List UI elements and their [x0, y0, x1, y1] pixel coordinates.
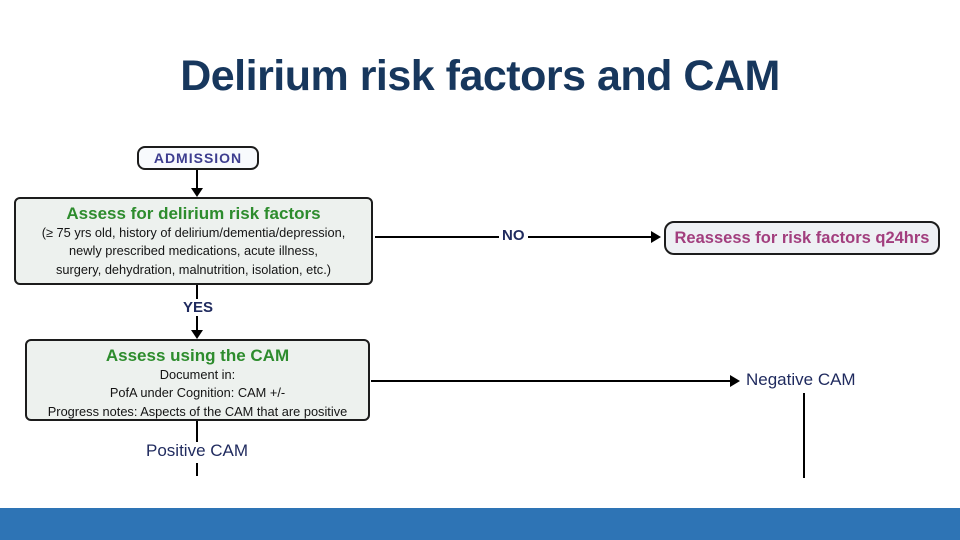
risk-factors-line-2: newly prescribed medications, acute illn…: [69, 243, 318, 259]
footer-bar: [0, 508, 960, 540]
arrow-yes-head-icon: [191, 330, 203, 339]
cam-line-3: Progress notes: Aspects of the CAM that …: [47, 403, 348, 419]
cam-heading: Assess using the CAM: [105, 346, 290, 365]
slide-title: Delirium risk factors and CAM: [180, 52, 780, 100]
cam-box: Assess using the CAM Document in: PofA u…: [25, 339, 370, 421]
admission-box: ADMISSION: [137, 146, 259, 170]
risk-factors-box: Assess for delirium risk factors (≥ 75 y…: [14, 197, 373, 285]
reassess-box: Reassess for risk factors q24hrs: [664, 221, 940, 255]
arrow-negative-line: [371, 380, 731, 382]
risk-factors-line-1: (≥ 75 yrs old, history of delirium/demen…: [41, 225, 346, 241]
positive-cam-line-upper: [196, 421, 198, 442]
no-label: NO: [499, 227, 528, 244]
arrow-no-head-icon: [651, 231, 661, 243]
cam-line-2: PofA under Cognition: CAM +/-: [109, 385, 286, 401]
risk-factors-heading: Assess for delirium risk factors: [66, 204, 321, 223]
yes-label: YES: [180, 299, 217, 316]
positive-cam-label: Positive CAM: [146, 441, 249, 460]
arrow-negative-head-icon: [730, 375, 740, 387]
cam-line-1: Document in:: [159, 367, 236, 383]
admission-label: ADMISSION: [153, 150, 243, 166]
negative-cam-continuation-line: [803, 393, 805, 478]
reassess-label: Reassess for risk factors q24hrs: [674, 228, 930, 247]
negative-cam-label: Negative CAM: [746, 370, 856, 389]
arrow-admission-to-risk-head-icon: [191, 188, 203, 197]
arrow-admission-to-risk-line: [196, 170, 198, 189]
risk-factors-line-3: surgery, dehydration, malnutrition, isol…: [55, 261, 332, 277]
positive-cam-line-lower: [196, 463, 198, 476]
